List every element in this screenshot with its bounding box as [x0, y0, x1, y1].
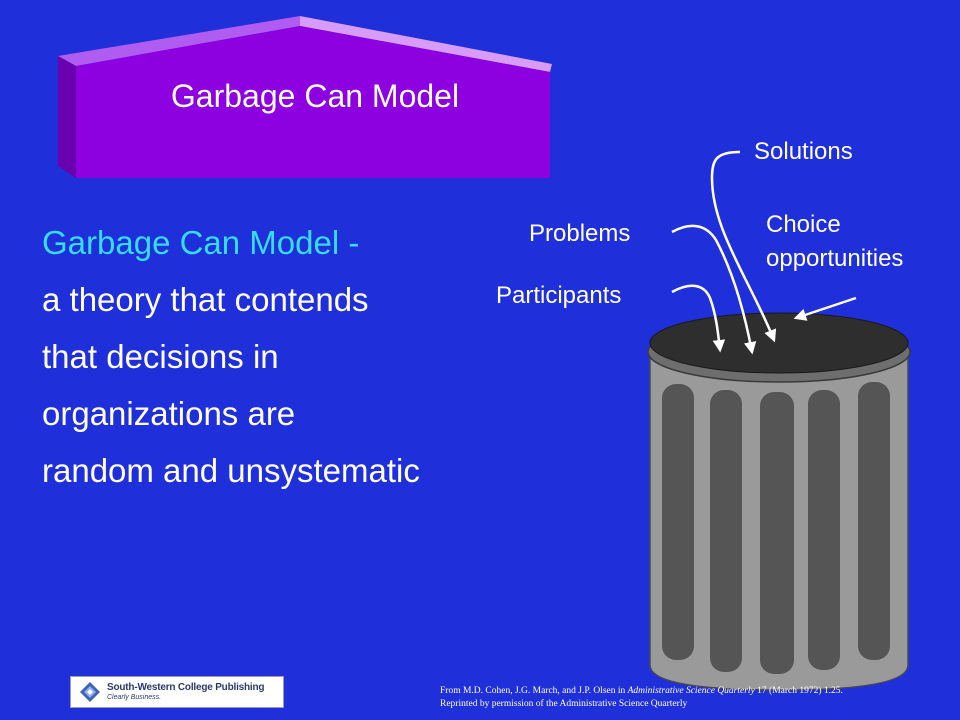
label-choice-line: Choice: [766, 211, 841, 238]
publisher-logo: South-Western College Publishing Clearly…: [70, 676, 284, 708]
can-lid: [649, 312, 909, 374]
citation-line-2: Reprinted by permission of the Administr…: [440, 699, 688, 709]
can-rib: [858, 382, 890, 660]
can-rib: [710, 390, 742, 672]
banner-roof-right: [300, 16, 552, 72]
banner-front: [76, 26, 550, 178]
definition-term: Garbage Can Model -: [42, 224, 360, 261]
can-rib: [662, 384, 694, 660]
label-choice-opportunities: Choice opportunities: [766, 208, 903, 276]
banner-roof-left: [58, 16, 300, 66]
definition-text: Garbage Can Model - a theory that conten…: [42, 214, 420, 499]
citation-line-1: From M.D. Cohen, J.G. March, and J.P. Ol…: [440, 685, 843, 698]
can-rib: [760, 392, 794, 674]
citation: From M.D. Cohen, J.G. March, and J.P. Ol…: [440, 685, 843, 711]
citation-journal: Administrative Science Quarterly: [627, 686, 755, 696]
citation-prefix: From M.D. Cohen, J.G. March, and J.P. Ol…: [440, 686, 628, 696]
arrow-problems: [671, 224, 757, 355]
publisher-name: South-Western College Publishing: [107, 682, 265, 693]
banner-side: [58, 56, 76, 178]
publisher-tagline: Clearly Business.: [107, 694, 162, 701]
citation-suffix: 17 (March 1972) 1.25.: [754, 686, 843, 696]
definition-line: random and unsystematic: [42, 452, 420, 489]
arrow-solutions: [710, 150, 777, 343]
publisher-logo-mark-icon: [80, 682, 100, 702]
arrow-choice: [793, 296, 857, 321]
can-rib: [808, 390, 840, 670]
label-solutions: Solutions: [754, 138, 853, 165]
banner-title: Garbage Can Model: [170, 78, 460, 114]
arrow-participants: [671, 284, 726, 353]
label-participants: Participants: [496, 282, 622, 309]
definition-line: that decisions in: [42, 338, 279, 375]
definition-line: a theory that contends: [42, 281, 369, 318]
label-choice-line: opportunities: [766, 245, 904, 272]
definition-line: organizations are: [42, 395, 296, 432]
label-problems: Problems: [529, 220, 631, 247]
